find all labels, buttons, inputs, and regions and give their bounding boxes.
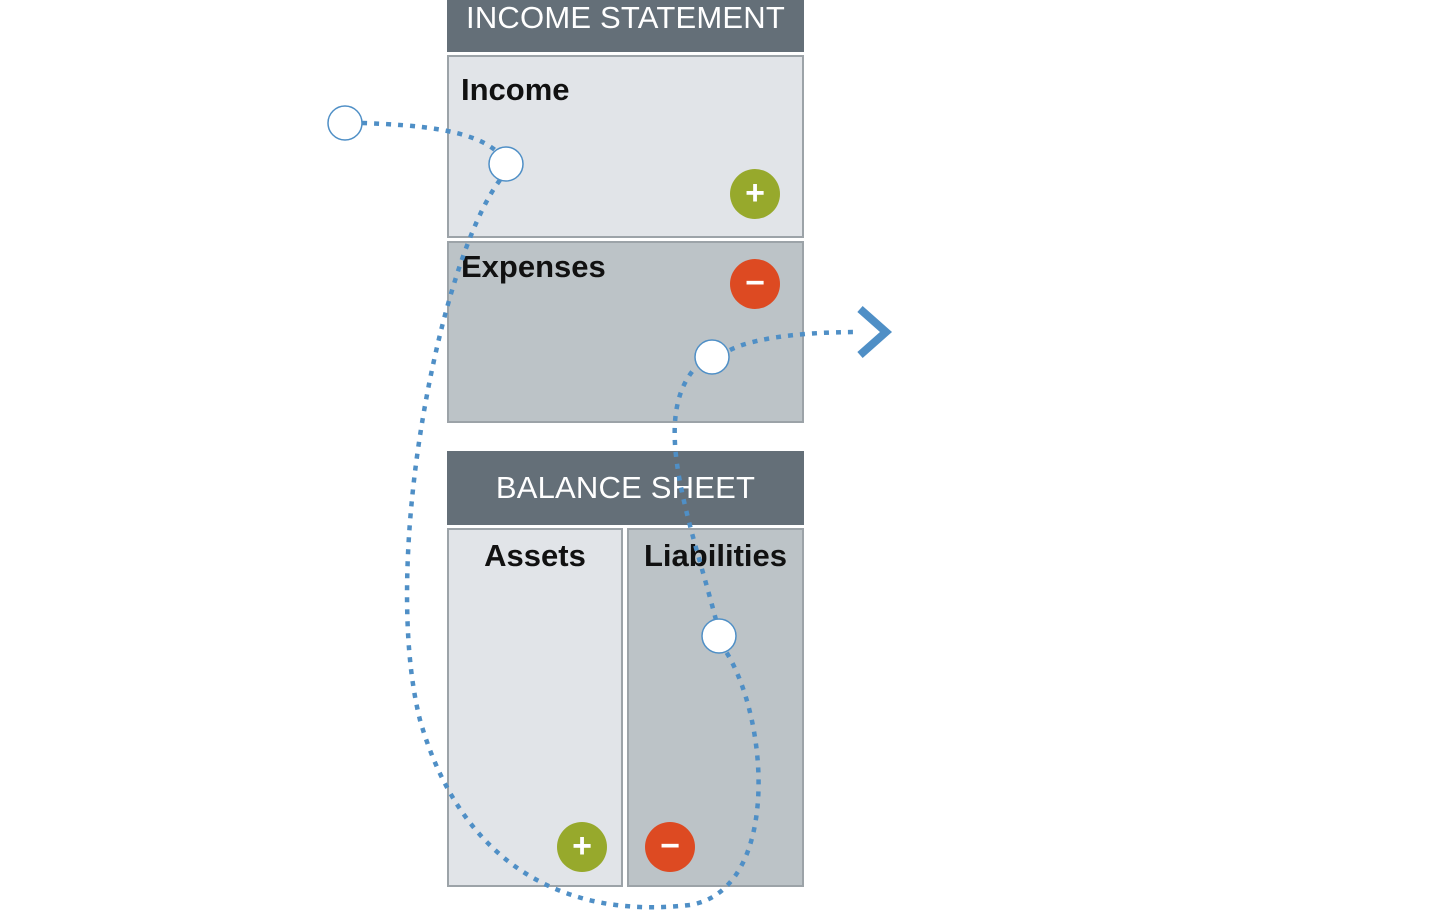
assets-label: Assets <box>484 538 586 573</box>
minus-icon: − <box>730 259 780 309</box>
plus-icon: + <box>730 169 780 219</box>
plus-icon: + <box>557 822 607 872</box>
liabilities-box: Liabilities − <box>627 528 804 887</box>
assets-box: Assets + <box>447 528 623 887</box>
expenses-box: Expenses − <box>447 241 804 423</box>
balance-sheet-header: BALANCE SHEET <box>447 451 804 525</box>
liabilities-label: Liabilities <box>644 538 787 573</box>
flow-node-icon <box>327 105 363 141</box>
expenses-label: Expenses <box>461 249 606 284</box>
minus-icon: − <box>645 822 695 872</box>
income-label: Income <box>461 72 570 107</box>
chevron-right-icon <box>857 306 893 358</box>
income-box: Income + <box>447 55 804 238</box>
income-statement-header: INCOME STATEMENT <box>447 0 804 52</box>
